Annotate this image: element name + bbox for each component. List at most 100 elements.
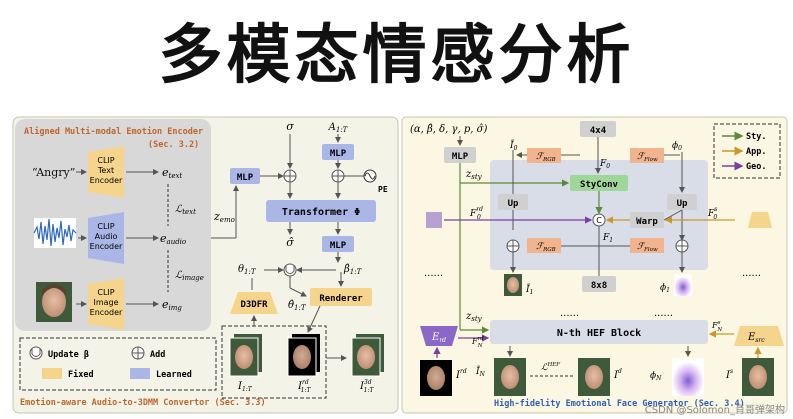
f-flow-box-0 [630, 148, 664, 163]
left-panel: Aligned Multi-modal Emotion Encoder (Sec… [12, 116, 399, 414]
phi0-label: ϕ0 [672, 141, 682, 152]
i-d-face [585, 365, 603, 389]
e-text: etext [162, 166, 182, 180]
sigma: σ [286, 120, 294, 133]
f-flow-label-1: ℱFlow [637, 242, 658, 253]
arrow [289, 287, 307, 297]
add-icon-cross [332, 170, 344, 182]
sigma-hat: σ̂ [286, 236, 294, 249]
e-src-label: Esrc [747, 332, 765, 344]
svg-text:Text: Text [97, 166, 114, 175]
svg-text:Encoder: Encoder [90, 308, 123, 317]
e-img: eimg [162, 298, 182, 312]
audio-waveform-icon [33, 218, 77, 248]
left-legend [19, 337, 217, 391]
clip-image-encoder: CLIP Image Encoder [88, 278, 124, 330]
e-rd-encoder [420, 326, 458, 346]
left-footer: Emotion-aware Audio-to-3DMM Convertor (S… [20, 397, 266, 408]
page-title: 多模态情感分析 [158, 19, 635, 93]
svg-text:CLIP: CLIP [97, 156, 114, 165]
hef-label: N-th HEF Block [557, 328, 641, 339]
svg-text:Encoder: Encoder [90, 242, 123, 251]
box-8x8 [582, 276, 616, 292]
mlp-box-beta [322, 236, 354, 252]
legend-sty: Sty. [746, 132, 766, 142]
dots-right: ...... [742, 268, 761, 279]
watermark: CSDN @Solomon_肖哥弹架构 [644, 405, 785, 416]
e-audio: eaudio [160, 232, 186, 246]
up-box-right [667, 194, 697, 210]
i-n-label: ĨN [475, 365, 486, 378]
phi1-label: ϕ1 [660, 283, 670, 294]
box-4x4-label: 4x4 [590, 126, 607, 136]
mlp-box-right [444, 147, 476, 163]
renderer-label: Renderer [319, 294, 363, 304]
encoder-header: Aligned Multi-modal Emotion Encoder [24, 126, 203, 137]
warp-box [630, 212, 664, 228]
svg-text:Image: Image [93, 298, 118, 307]
transformer-label: Transformer Φ [282, 207, 360, 218]
svg-text:CLIP: CLIP [97, 222, 114, 231]
warp-label: Warp [636, 217, 658, 227]
z-sty-1: zsty [465, 169, 483, 181]
f-rgb-box-0 [527, 148, 561, 163]
d3dfr-box [230, 292, 278, 314]
arrow [307, 305, 321, 333]
i1-label: Ĩ1 [525, 283, 533, 296]
add-icon-cross [284, 170, 296, 182]
right-panel: (α, β̂, δ, γ, p, σ̂) Sty. App. Geo. MLP … [401, 116, 788, 414]
mlp-box-emo [230, 168, 260, 184]
up-label: Up [508, 199, 519, 209]
clip-text-encoder: CLIP Text Encoder [88, 146, 124, 198]
up-label: Up [677, 199, 688, 209]
z-sty-2: zsty [465, 311, 483, 323]
l-hef-label: ℒHEF [541, 362, 560, 373]
i-s-label: Is [725, 368, 733, 381]
f-rgb-box-1 [527, 238, 561, 253]
theta-hat: θ̂1:T [288, 300, 307, 312]
mlp-box-audio [322, 144, 354, 160]
phi-n-image [672, 358, 704, 396]
e-src-encoder [734, 326, 784, 346]
pe-label: PE [378, 185, 388, 194]
renderer-box [310, 288, 372, 306]
text-input-label: “Angry” [32, 166, 75, 179]
legend-add-cross [132, 347, 144, 359]
clip-audio-encoder: CLIP Audio Encoder [88, 212, 124, 264]
add-icon-cross [676, 240, 688, 252]
transformer-box [266, 200, 376, 222]
i-rd-face [427, 366, 445, 390]
beta-hat: β̂1:T [343, 264, 363, 276]
dots-mid-right: ...... [654, 308, 673, 319]
svg-text:Encoder: Encoder [90, 176, 123, 185]
face-frames-gt [229, 334, 262, 377]
box-4x4 [580, 121, 616, 137]
legend-update-icon [29, 346, 43, 360]
box-8x8-label: 8x8 [591, 281, 607, 291]
f1-label: F1 [602, 233, 613, 244]
encoder-header-sec: (Sec. 3.2) [148, 140, 199, 150]
e-rd-feature-left [426, 212, 442, 228]
legend-fixed-swatch [42, 368, 62, 379]
phi1-thumb [674, 274, 692, 296]
mlp-label: MLP [237, 173, 254, 183]
right-legend [713, 123, 781, 179]
params-label: (α, β̂, δ, γ, p, σ̂) [410, 124, 487, 135]
i-n-face [501, 365, 519, 389]
right-footer: High-fidelity Emotional Face Generator (… [494, 398, 745, 409]
f-rgb-label-0: ℱRGB [536, 152, 556, 163]
mlp-label: MLP [452, 152, 469, 162]
image-group-box [221, 325, 327, 399]
i-d-label: Id [613, 368, 622, 381]
face-image-input [36, 282, 72, 322]
legend-learned: Learned [156, 370, 192, 380]
legend-update-cup [31, 349, 41, 357]
legend-update: Update β [48, 350, 89, 360]
f-flow-box-1 [630, 238, 664, 253]
styconv-box [570, 175, 628, 191]
